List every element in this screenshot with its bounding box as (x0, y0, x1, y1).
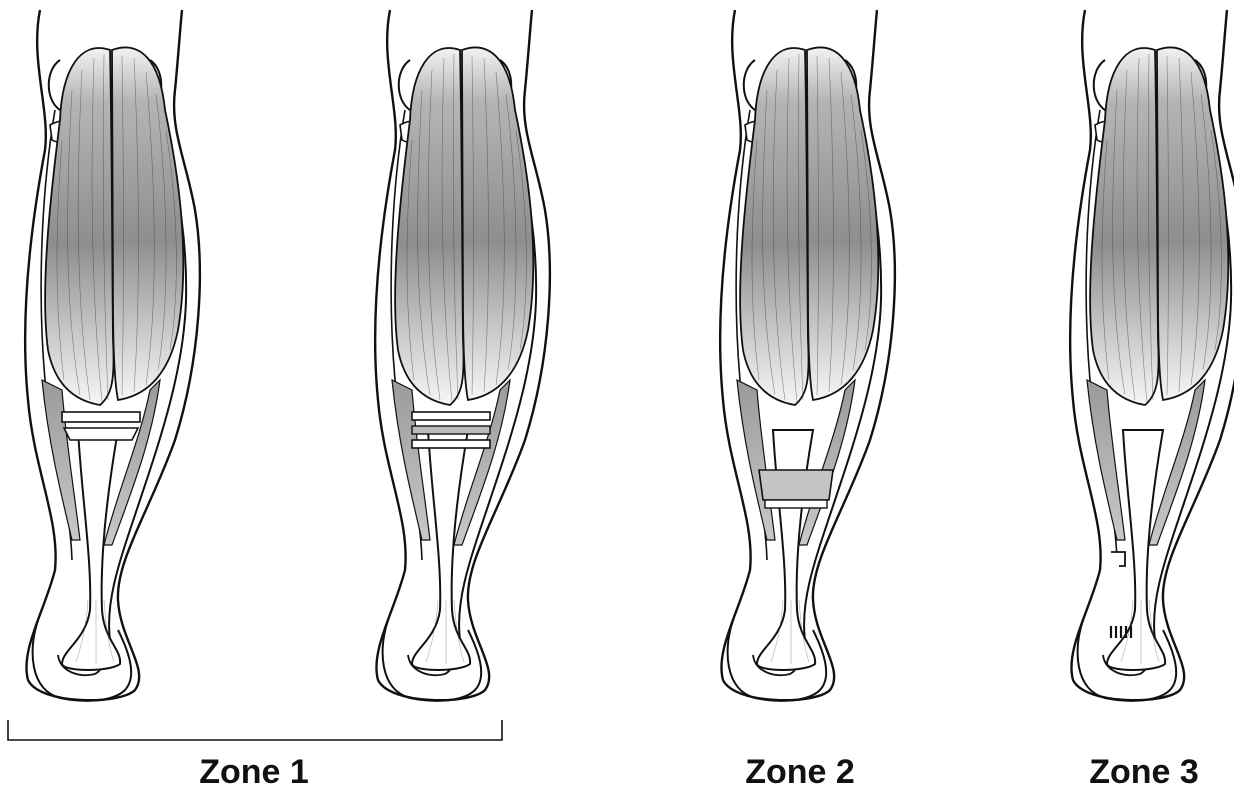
zone-3-label: Zone 3 (1089, 752, 1199, 791)
leg-zone2 (720, 10, 895, 701)
zone-2-label: Zone 2 (745, 752, 855, 791)
leg-zone1-b (375, 10, 550, 701)
leg-zone3 (1070, 10, 1234, 701)
zone-1-label: Zone 1 (199, 752, 309, 791)
leg-zone1-a (25, 10, 200, 701)
zone1-bracket (8, 720, 502, 740)
